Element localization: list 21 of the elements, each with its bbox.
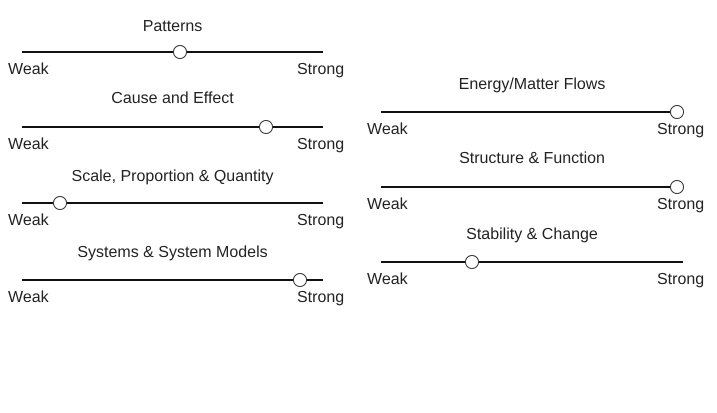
scale-title: Systems & System Models	[77, 244, 268, 262]
scale-max-label: Strong	[297, 212, 344, 230]
scale-min-label: Weak	[8, 289, 49, 307]
scale-title: Patterns	[142, 18, 202, 36]
scale-min-label: Weak	[8, 136, 49, 154]
scale-min-label: Weak	[367, 271, 408, 289]
scale-min-label: Weak	[8, 212, 49, 230]
scale-title: Energy/Matter Flows	[458, 76, 606, 94]
scale-title: Cause and Effect	[111, 90, 234, 108]
scale-min-label: Weak	[8, 61, 49, 79]
scale-title: Scale, Proportion & Quantity	[72, 168, 274, 186]
scale-max-label: Strong	[657, 271, 704, 289]
scale-max-label: Strong	[297, 61, 344, 79]
scale-title: Stability & Change	[466, 226, 598, 244]
scale-max-label: Strong	[657, 196, 704, 214]
scale-min-label: Weak	[367, 196, 408, 214]
scale-max-label: Strong	[297, 289, 344, 307]
scale-max-label: Strong	[657, 121, 704, 139]
scale-min-label: Weak	[367, 121, 408, 139]
scale-max-label: Strong	[297, 136, 344, 154]
scale-title: Structure & Function	[459, 150, 605, 168]
